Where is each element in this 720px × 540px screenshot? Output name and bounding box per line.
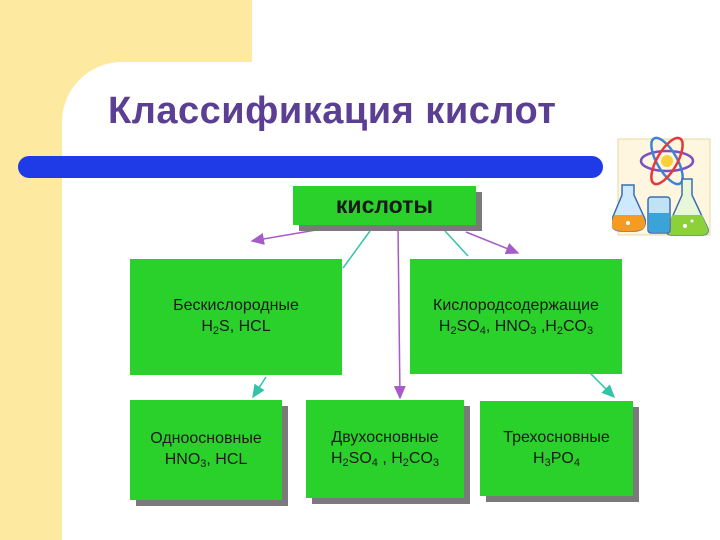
- tribasic-examples: H3PO4: [533, 449, 580, 469]
- root-node: кислоты: [293, 186, 476, 225]
- arrow-root-left: [250, 229, 317, 245]
- background-left-stripe: [0, 0, 62, 540]
- arrow-root-oxygenated: [444, 230, 469, 257]
- tribasic-acids-node: Трехосновные H3PO4: [480, 401, 633, 496]
- oxygenated-acids-node: Кислородсодержащие H2SO4, HNO3 ,H2CO3: [410, 259, 622, 374]
- root-label: кислоты: [335, 191, 434, 218]
- oxygenated-examples: H2SO4, HNO3 ,H2CO3: [438, 317, 594, 337]
- arrow-root-anoxic: [342, 230, 371, 269]
- anoxic-label: Бескислородные: [173, 297, 299, 315]
- arrow-root-dibasic: [393, 225, 406, 400]
- tribasic-label: Трехосновные: [503, 428, 610, 446]
- slide-title: Классификация кислот: [108, 90, 557, 132]
- anoxic-examples: H2S, HCL: [201, 318, 271, 337]
- dibasic-label: Двухосновные: [331, 429, 439, 447]
- anoxic-acids-node: Бескислородные H2S, HCL: [130, 259, 342, 375]
- dibasic-acids-node: Двухосновные H2SO4 , H2CO3: [306, 400, 464, 498]
- arrow-anoxic-monobasic: [252, 376, 267, 399]
- arrow-root-right: [465, 231, 520, 255]
- dibasic-examples: H2SO4 , H2CO3: [330, 450, 440, 469]
- background-top-stripe: [0, 0, 252, 62]
- monobasic-examples: HNO3, HCL: [164, 451, 248, 470]
- title-underline-bar: [18, 156, 603, 178]
- monobasic-label: Одноосновные: [150, 430, 262, 448]
- oxygenated-label: Кислородсодержащие: [433, 296, 599, 314]
- monobasic-acids-node: Одноосновные HNO3, HCL: [130, 400, 282, 500]
- chemistry-flasks-atom-icon: [612, 136, 711, 236]
